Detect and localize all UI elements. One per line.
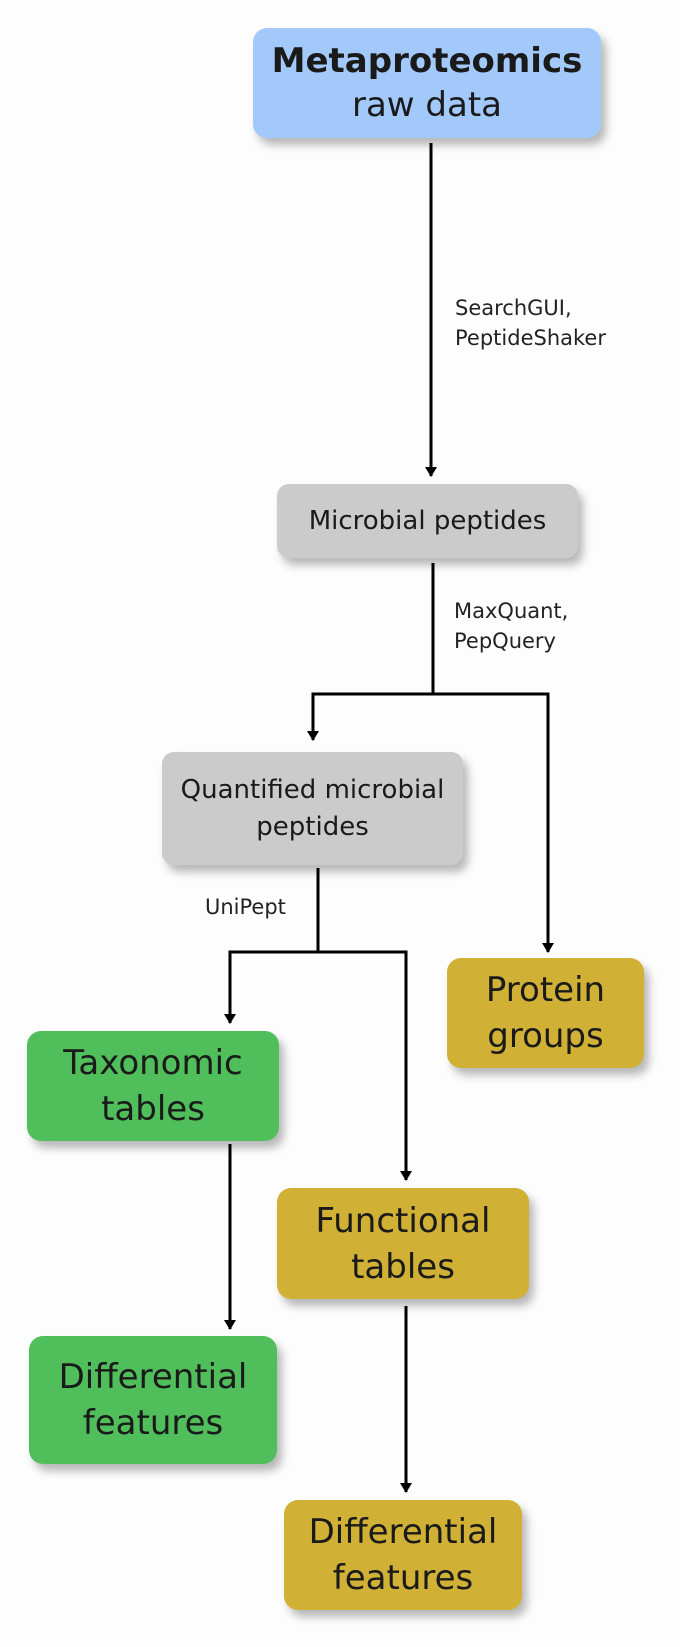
edge-label-search: SearchGUI, PeptideShaker [455, 296, 606, 350]
node-label-line2: features [332, 1558, 474, 1598]
protein-groups-node: Protein groups [447, 958, 644, 1068]
taxonomic-differential-features-node: Differential features [29, 1336, 277, 1464]
metaproteomics-raw-data-node: Metaproteomics raw data [253, 28, 601, 138]
microbial-peptides-node: Microbial peptides [277, 484, 578, 558]
node-label-line1: Differential [308, 1512, 498, 1552]
edge-label-quant: MaxQuant, PepQuery [454, 599, 569, 653]
node-label-line1: Functional [315, 1200, 491, 1241]
node-label-line2: tables [351, 1246, 455, 1287]
node-label-line2: groups [487, 1016, 604, 1056]
node-title: Metaproteomics [271, 41, 583, 81]
node-label: Microbial peptides [308, 506, 547, 536]
arrow-to-functional [318, 950, 412, 1181]
functional-tables-node: Functional tables [277, 1188, 529, 1299]
node-label-line2: features [82, 1403, 224, 1443]
arrow-to-quantified [307, 692, 433, 741]
arrow-to-taxonomic [224, 950, 318, 1024]
node-label-line1: Taxonomic [63, 1043, 243, 1083]
node-label-line1: Differential [58, 1357, 248, 1397]
taxonomic-tables-node: Taxonomic tables [27, 1031, 279, 1141]
quantified-peptides-node: Quantified microbial peptides [162, 752, 463, 865]
node-label-line1: Quantified microbial [180, 774, 445, 805]
functional-differential-features-node: Differential features [284, 1500, 522, 1610]
arrow-to-protein-groups [433, 692, 554, 953]
node-label-line1: Protein [485, 970, 606, 1010]
node-label-line2: tables [101, 1089, 205, 1129]
node-subtitle: raw data [351, 85, 502, 125]
edge-label-unipept: UniPept [205, 895, 286, 919]
node-label-line2: peptides [256, 811, 369, 842]
